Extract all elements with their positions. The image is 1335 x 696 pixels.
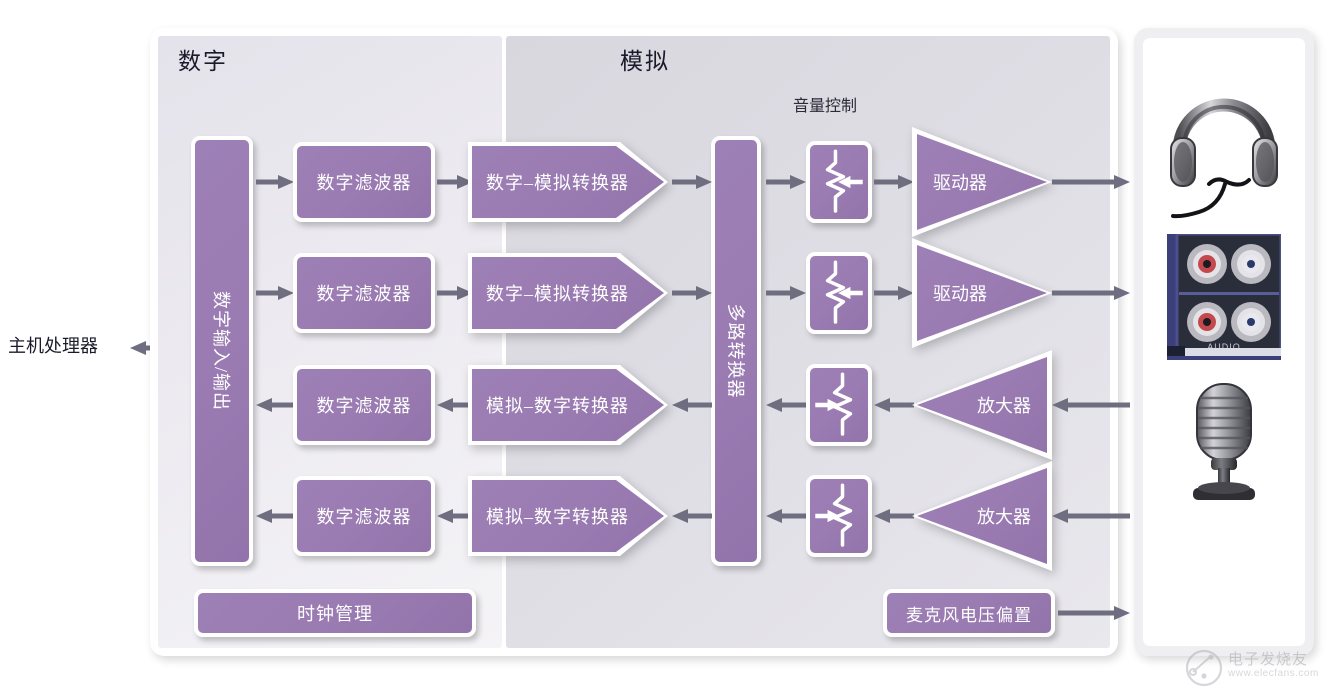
dac-label-1: 数字–模拟转换器 bbox=[486, 173, 629, 193]
arrow-filter-to-dio-4 bbox=[256, 509, 294, 523]
headphones-icon bbox=[1165, 76, 1283, 224]
adc-block-4[interactable]: 模拟–数字转换器 bbox=[468, 476, 668, 556]
watermark-logo-icon bbox=[1185, 649, 1223, 687]
arrow-driver-to-headphones bbox=[1052, 175, 1130, 189]
amplifier-block-3[interactable]: 放大器 bbox=[912, 350, 1052, 460]
arrow-filter-to-dac-2 bbox=[437, 286, 473, 300]
amplifier-block-4[interactable]: 放大器 bbox=[912, 461, 1052, 571]
svg-text:AUDIO: AUDIO bbox=[1207, 342, 1241, 352]
potentiometer-icon bbox=[825, 260, 863, 324]
potentiometer-icon bbox=[825, 149, 863, 213]
clock-management-label: 时钟管理 bbox=[297, 604, 373, 624]
driver-label-1: 驱动器 bbox=[933, 173, 987, 193]
volume-control-potentiometer-4[interactable] bbox=[806, 475, 872, 557]
peripheral-devices-panel: AUDIO bbox=[1134, 28, 1314, 656]
potentiometer-icon bbox=[815, 372, 853, 436]
adc-block-3[interactable]: 模拟–数字转换器 bbox=[468, 365, 668, 445]
watermark-text: 电子发烧友 bbox=[1228, 652, 1309, 668]
digital-io-block[interactable]: 数字输入/输出 bbox=[191, 136, 253, 566]
arrow-filter-to-dio-3 bbox=[256, 398, 294, 412]
arrow-volume-to-mux-3 bbox=[766, 398, 806, 412]
microphone-bias-block[interactable]: 麦克风电压偏置 bbox=[883, 589, 1055, 637]
digital-filter-label-3: 数字滤波器 bbox=[316, 396, 412, 416]
analog-panel-title: 模拟 bbox=[620, 49, 670, 74]
microphone-bias-label: 麦克风电压偏置 bbox=[906, 605, 1032, 625]
arrow-dac-to-mux-1 bbox=[672, 175, 712, 189]
amplifier-label-4: 放大器 bbox=[977, 507, 1031, 527]
arrow-rca-to-amplifier bbox=[1052, 398, 1130, 412]
volume-control-potentiometer-1[interactable] bbox=[806, 141, 872, 223]
arrow-mic-bias-to-microphone bbox=[1058, 606, 1130, 620]
arrow-microphone-to-amplifier bbox=[1052, 509, 1130, 523]
arrow-volume-to-driver-1 bbox=[874, 175, 914, 189]
arrow-amp-to-volume-4 bbox=[874, 509, 914, 523]
watermark: 电子发烧友 www.elecfans.com bbox=[1184, 646, 1330, 690]
arrow-dio-to-filter-2 bbox=[256, 286, 294, 300]
watermark-url: www.elecfans.com bbox=[1228, 668, 1319, 679]
arrow-dac-to-mux-2 bbox=[672, 286, 712, 300]
digital-filter-label-1: 数字滤波器 bbox=[316, 173, 412, 193]
microphone-icon bbox=[1181, 378, 1267, 504]
arrow-mux-to-adc-3 bbox=[672, 398, 712, 412]
host-processor-label: 主机处理器 bbox=[8, 336, 98, 356]
volume-control-potentiometer-2[interactable] bbox=[806, 252, 872, 334]
multiplexer-label: 多路转换器 bbox=[725, 303, 745, 399]
clock-management-block[interactable]: 时钟管理 bbox=[194, 589, 476, 637]
arrow-driver-to-rca bbox=[1052, 286, 1130, 300]
digital-filter-block-4[interactable]: 数字滤波器 bbox=[293, 476, 435, 556]
arrow-filter-to-dac-1 bbox=[437, 175, 473, 189]
dac-label-2: 数字–模拟转换器 bbox=[486, 284, 629, 304]
arrow-mux-to-volume-2 bbox=[766, 286, 806, 300]
rca-audio-jacks-icon: AUDIO bbox=[1167, 232, 1283, 362]
dac-block-2[interactable]: 数字–模拟转换器 bbox=[468, 253, 668, 333]
arrow-mux-to-volume-1 bbox=[766, 175, 806, 189]
volume-control-label: 音量控制 bbox=[793, 98, 858, 115]
amplifier-label-3: 放大器 bbox=[977, 396, 1031, 416]
adc-label-4: 模拟–数字转换器 bbox=[486, 507, 629, 527]
potentiometer-icon bbox=[815, 483, 853, 547]
digital-filter-label-4: 数字滤波器 bbox=[316, 507, 412, 527]
digital-panel-title: 数字 bbox=[178, 49, 228, 74]
driver-block-1[interactable]: 驱动器 bbox=[912, 127, 1052, 237]
multiplexer-block[interactable]: 多路转换器 bbox=[711, 136, 761, 566]
peripheral-devices-inner: AUDIO bbox=[1143, 38, 1305, 646]
digital-filter-block-1[interactable]: 数字滤波器 bbox=[293, 142, 435, 222]
arrow-mux-to-adc-4 bbox=[672, 509, 712, 523]
driver-label-2: 驱动器 bbox=[933, 284, 987, 304]
arrow-dio-to-filter-1 bbox=[256, 175, 294, 189]
adc-label-3: 模拟–数字转换器 bbox=[486, 396, 629, 416]
arrow-amp-to-volume-3 bbox=[874, 398, 914, 412]
digital-io-label: 数字输入/输出 bbox=[211, 290, 232, 412]
driver-block-2[interactable]: 驱动器 bbox=[912, 238, 1052, 348]
digital-filter-label-2: 数字滤波器 bbox=[316, 284, 412, 304]
dac-block-1[interactable]: 数字–模拟转换器 bbox=[468, 142, 668, 222]
digital-filter-block-2[interactable]: 数字滤波器 bbox=[293, 253, 435, 333]
digital-filter-block-3[interactable]: 数字滤波器 bbox=[293, 365, 435, 445]
arrow-volume-to-driver-2 bbox=[874, 286, 914, 300]
volume-control-potentiometer-3[interactable] bbox=[806, 364, 872, 446]
arrow-volume-to-mux-4 bbox=[766, 509, 806, 523]
